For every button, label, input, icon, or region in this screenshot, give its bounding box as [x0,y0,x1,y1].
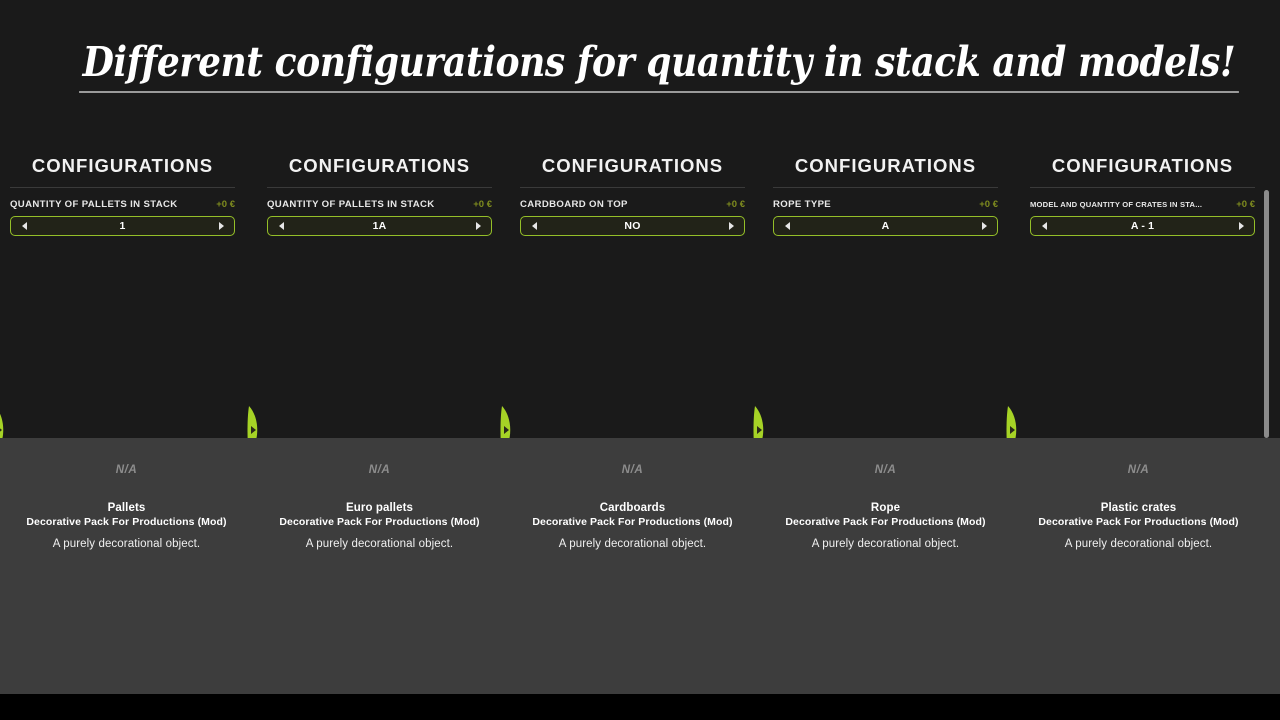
object-card-5[interactable]: N/A Plastic crates Decorative Pack For P… [1012,438,1265,694]
option-label-1: QUANTITY OF PALLETS IN STACK [10,199,178,210]
triangle-left-icon[interactable] [271,217,291,235]
page-title: Different configurations for quantity in… [79,36,1239,93]
object-description-4: A purely decorational object. [811,538,960,550]
option-stepper-2[interactable]: 1A [267,216,492,236]
object-card-1[interactable]: N/A Pallets Decorative Pack For Producti… [0,438,253,694]
object-thumbnail-placeholder: N/A [368,464,391,476]
triangle-right-icon[interactable] [211,217,231,235]
option-label-3: CARDBOARD ON TOP [520,199,628,210]
object-card-4[interactable]: N/A Rope Decorative Pack For Productions… [759,438,1012,694]
object-thumbnail-placeholder: N/A [115,464,138,476]
object-name-1: Pallets [107,502,146,514]
option-value-3: NO [624,220,641,232]
object-pack-2: Decorative Pack For Productions (Mod) [279,516,480,528]
option-value-4: A [881,220,890,232]
option-label-row-5: MODEL AND QUANTITY OF CRATES IN STA... +… [1030,199,1255,210]
option-stepper-3[interactable]: NO [520,216,745,236]
configurations-heading-5: CONFIGURATIONS [1051,155,1234,176]
configuration-column-2: CONFIGURATIONS QUANTITY OF PALLETS IN ST… [253,155,506,265]
vertical-scrollbar-track[interactable] [1264,190,1269,438]
triangle-right-icon[interactable] [721,217,741,235]
object-description-2: A purely decorational object. [305,538,454,550]
configurations-divider-1 [10,187,235,188]
option-label-4: ROPE TYPE [773,199,832,210]
triangle-left-icon[interactable] [1034,217,1054,235]
bottom-black-bar [0,694,1280,720]
object-pack-4: Decorative Pack For Productions (Mod) [785,516,986,528]
object-name-5: Plastic crates [1100,502,1177,514]
configurations-heading-3: CONFIGURATIONS [541,155,724,176]
option-price-4: +0 € [979,199,998,210]
option-stepper-4[interactable]: A [773,216,998,236]
configurations-divider-2 [267,187,492,188]
object-pack-1: Decorative Pack For Productions (Mod) [26,516,227,528]
object-name-4: Rope [870,502,901,514]
configuration-column-5: CONFIGURATIONS MODEL AND QUANTITY OF CRA… [1012,155,1265,265]
object-info-panel: N/A Pallets Decorative Pack For Producti… [0,438,1280,694]
page-title-container: Different configurations for quantity in… [0,36,1280,93]
option-label-2: QUANTITY OF PALLETS IN STACK [267,199,435,210]
configuration-row: CONFIGURATIONS QUANTITY OF PALLETS IN ST… [0,155,1280,265]
option-label-row-3: CARDBOARD ON TOP +0 € [520,199,745,210]
configurations-heading-4: CONFIGURATIONS [794,155,977,176]
triangle-left-icon[interactable] [14,217,34,235]
object-description-1: A purely decorational object. [52,538,201,550]
object-description-3: A purely decorational object. [558,538,707,550]
configuration-column-3: CONFIGURATIONS CARDBOARD ON TOP +0 € NO [506,155,759,265]
configurations-divider-4 [773,187,998,188]
option-label-row-1: QUANTITY OF PALLETS IN STACK +0 € [10,199,235,210]
option-value-5: A - 1 [1130,220,1155,232]
option-label-5: MODEL AND QUANTITY OF CRATES IN STA... [1030,200,1203,209]
object-card-3[interactable]: N/A Cardboards Decorative Pack For Produ… [506,438,759,694]
leaf-pointer-icon[interactable] [0,406,8,454]
triangle-left-icon[interactable] [524,217,544,235]
object-name-2: Euro pallets [345,502,414,514]
object-card-2[interactable]: N/A Euro pallets Decorative Pack For Pro… [253,438,506,694]
option-price-2: +0 € [473,199,492,210]
object-thumbnail-placeholder: N/A [1127,464,1150,476]
option-price-5: +0 € [1236,199,1255,210]
option-label-row-4: ROPE TYPE +0 € [773,199,998,210]
vertical-scrollbar-thumb[interactable] [1264,190,1269,438]
object-description-5: A purely decorational object. [1064,538,1213,550]
triangle-right-icon[interactable] [468,217,488,235]
configurations-divider-5 [1030,187,1255,188]
option-value-1: 1 [119,220,126,232]
triangle-left-icon[interactable] [777,217,797,235]
triangle-right-icon[interactable] [974,217,994,235]
object-thumbnail-placeholder: N/A [621,464,644,476]
option-stepper-1[interactable]: 1 [10,216,235,236]
object-pack-3: Decorative Pack For Productions (Mod) [532,516,733,528]
object-thumbnail-placeholder: N/A [874,464,897,476]
object-pack-5: Decorative Pack For Productions (Mod) [1038,516,1239,528]
configurations-heading-2: CONFIGURATIONS [288,155,471,176]
object-name-3: Cardboards [599,502,666,514]
option-label-row-2: QUANTITY OF PALLETS IN STACK +0 € [267,199,492,210]
configurations-heading-1: CONFIGURATIONS [31,155,214,176]
option-stepper-5[interactable]: A - 1 [1030,216,1255,236]
configurations-divider-3 [520,187,745,188]
triangle-right-icon[interactable] [1231,217,1251,235]
configuration-column-1: CONFIGURATIONS QUANTITY OF PALLETS IN ST… [0,155,253,265]
configuration-column-4: CONFIGURATIONS ROPE TYPE +0 € A [759,155,1012,265]
option-price-3: +0 € [726,199,745,210]
option-value-2: 1A [372,220,387,232]
option-price-1: +0 € [216,199,235,210]
